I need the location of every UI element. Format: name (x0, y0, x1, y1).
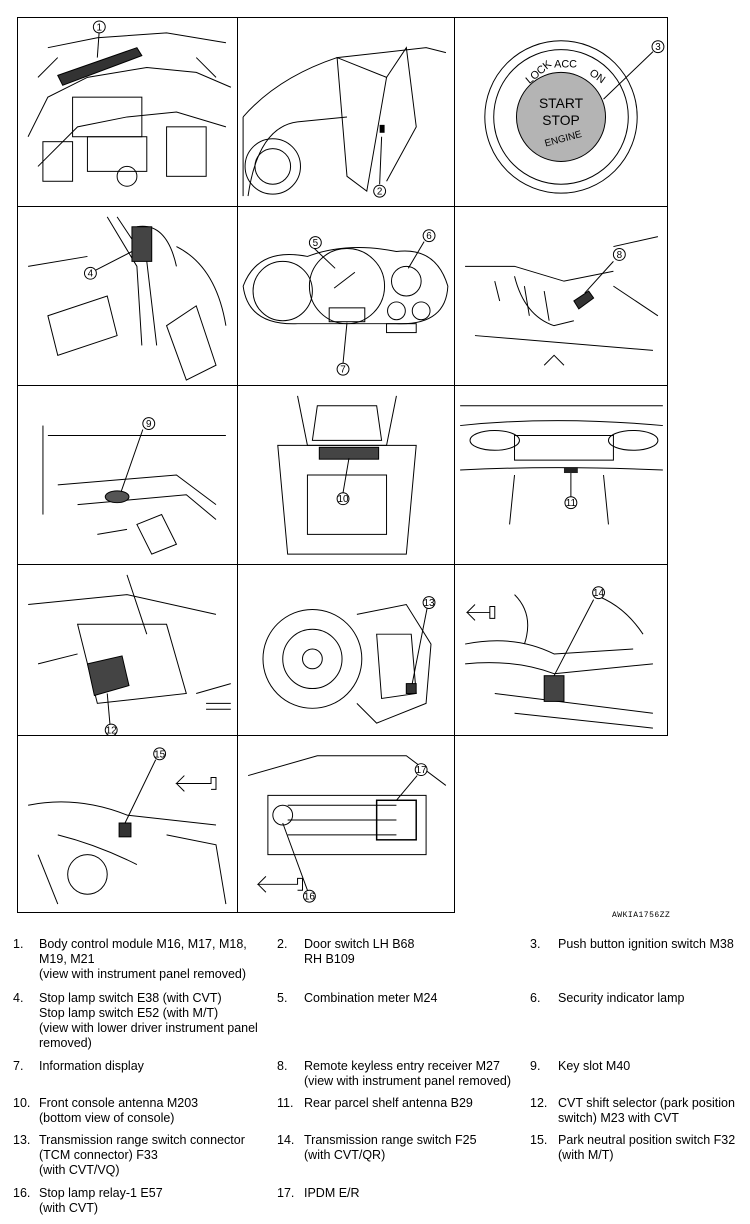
door-switch-illustration: 2 (242, 46, 447, 198)
panel-door-switch: 2 (237, 17, 455, 207)
callout-8: 8 (617, 250, 623, 261)
callout-15: 15 (154, 749, 165, 760)
panel-key-slot: 9 (17, 385, 238, 565)
ignition-start-label: START (539, 95, 584, 111)
bcm-illustration: 1 (27, 20, 232, 187)
transmission-connector-illustration: 13 (262, 596, 436, 724)
callout-3: 3 (655, 42, 661, 53)
rear-shelf-antenna-illustration: 11 (460, 405, 663, 525)
panel-push-button-ignition: LOCK ACC ON START STOP ENGINE 3 (454, 17, 668, 207)
callout-5: 5 (313, 238, 319, 249)
callout-17: 17 (416, 765, 427, 776)
callout-6: 6 (426, 231, 432, 242)
callout-13: 13 (424, 598, 435, 609)
panel-combination-meter: 5 6 7 (237, 206, 455, 386)
callout-16: 16 (304, 892, 315, 903)
callout-7: 7 (340, 365, 346, 376)
panel-body-control-module: 1 (17, 17, 238, 207)
callout-14: 14 (593, 588, 604, 599)
callout-4: 4 (88, 269, 94, 280)
callout-1: 1 (97, 22, 103, 33)
cvt-shift-selector-illustration: 12 (28, 574, 231, 735)
panel-transmission-range-connector: 13 (237, 564, 455, 736)
stop-lamp-switch-illustration: 4 (28, 216, 227, 381)
diagram-grid: 1 2 LOCK ACC O (17, 17, 668, 913)
keyless-receiver-illustration: 8 (465, 236, 659, 366)
panel-park-neutral-switch: 15 (17, 735, 238, 913)
combination-meter-illustration: 5 6 7 (242, 229, 449, 376)
ignition-acc-label: ACC (554, 58, 577, 70)
ipdm-er-illustration: 17 16 (247, 755, 447, 903)
park-neutral-switch-illustration: 15 (28, 747, 227, 905)
panel-transmission-range-switch: 14 (454, 564, 668, 736)
callout-11: 11 (566, 498, 577, 509)
panel-keyless-receiver: 8 (454, 206, 668, 386)
panel-cvt-shift-selector: 12 (17, 564, 238, 736)
panel-stop-lamp-switch: 4 (17, 206, 238, 386)
panel-rear-shelf-antenna: 11 (454, 385, 668, 565)
callout-10: 10 (338, 494, 349, 505)
panel-front-console-antenna: 10 (237, 385, 455, 565)
ignition-stop-label: STOP (542, 112, 579, 128)
console-antenna-illustration: 10 (277, 395, 417, 555)
transmission-range-switch-illustration: 14 (465, 586, 653, 729)
ignition-switch-illustration: LOCK ACC ON START STOP ENGINE 3 (484, 40, 665, 194)
figure-id: AWKIA1756ZZ (612, 911, 671, 920)
callout-12: 12 (106, 726, 117, 735)
panel-ipdm-er: 17 16 (237, 735, 455, 913)
callout-2: 2 (377, 187, 383, 198)
key-slot-illustration: 9 (42, 417, 226, 555)
callout-9: 9 (146, 419, 152, 430)
